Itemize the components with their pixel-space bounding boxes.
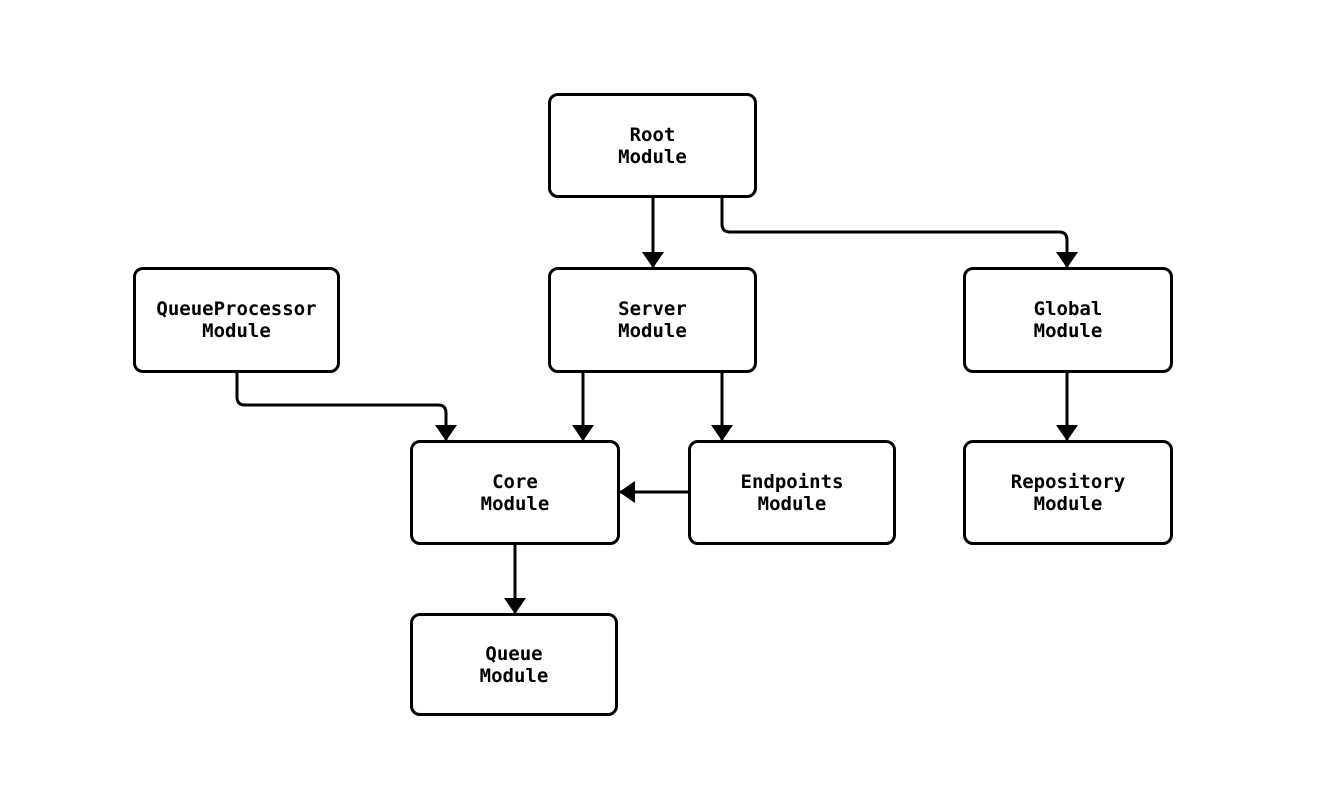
node-label-repository: Repository Module <box>1010 470 1126 515</box>
node-core-module: Core Module <box>410 440 620 545</box>
node-server-module: Server Module <box>548 267 757 373</box>
node-endpoints-module: Endpoints Module <box>688 440 896 545</box>
node-root-module: Root Module <box>548 93 757 198</box>
node-label-server: Server Module <box>618 298 687 342</box>
node-global-module: Global Module <box>963 267 1173 373</box>
node-label-endpoints: Endpoints Module <box>740 470 844 515</box>
node-label-core: Core Module <box>480 470 550 515</box>
node-label-global: Global Module <box>1033 298 1103 342</box>
node-repository-module: Repository Module <box>963 440 1173 545</box>
edge-root-to-global <box>720 198 1078 268</box>
node-queueprocessor-module: QueueProcessor Module <box>133 267 340 373</box>
node-label-root: Root Module <box>618 123 687 168</box>
node-label-queue: Queue Module <box>479 642 549 687</box>
edge-queueprocessor-to-core <box>235 373 457 441</box>
node-queue-module: Queue Module <box>410 613 618 716</box>
node-label-queueprocessor: QueueProcessor Module <box>156 298 317 342</box>
